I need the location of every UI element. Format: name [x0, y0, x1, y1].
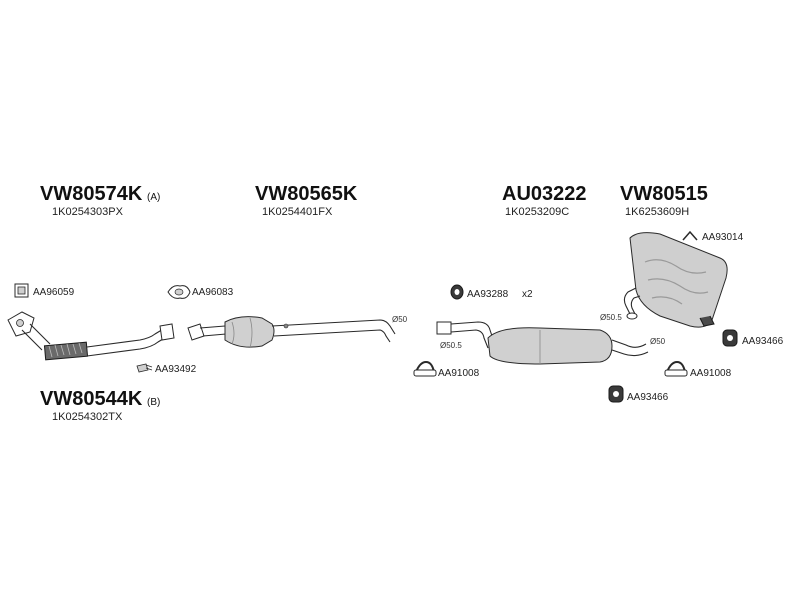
- middle-silencer-part[interactable]: [436, 321, 649, 365]
- part-code-suffix-a: (A): [147, 192, 160, 203]
- part-code-suffix-b: (B): [147, 397, 160, 408]
- part-code-front-b[interactable]: VW80544K: [40, 388, 143, 410]
- clamp-icon[interactable]: [450, 284, 464, 300]
- ref-clamp-mid-qty: x2: [522, 289, 533, 300]
- oem-number-front-b: 1K0254302TX: [52, 411, 123, 423]
- oem-number-cat: 1K0254401FX: [262, 206, 333, 218]
- ref-gasket-square[interactable]: AA96059: [33, 287, 75, 298]
- bolt-icon[interactable]: [136, 363, 153, 373]
- ref-rubber-rear-top[interactable]: AA93466: [742, 336, 784, 347]
- bracket-icon[interactable]: [682, 230, 698, 241]
- hanger-mid-right-icon[interactable]: [664, 360, 688, 377]
- ref-gasket-oval[interactable]: AA96083: [192, 287, 234, 298]
- oem-number-front-a: 1K0254303PX: [52, 206, 124, 218]
- dim-mid-inlet: Ø50.5: [440, 341, 462, 350]
- group-front-b-header: VW80544K (B) 1K0254302TX: [40, 388, 160, 423]
- hanger-mid-left-icon[interactable]: [413, 360, 437, 377]
- ref-hanger-mid-right[interactable]: AA91008: [690, 368, 732, 379]
- part-code-cat[interactable]: VW80565K: [255, 183, 358, 205]
- ref-bracket-rear[interactable]: AA93014: [702, 232, 744, 243]
- front-pipe-part[interactable]: [7, 311, 175, 361]
- catalytic-converter-part[interactable]: [187, 316, 396, 349]
- group-middle-header: AU03222 1K0253209C: [502, 183, 587, 218]
- ref-bolt[interactable]: AA93492: [155, 364, 197, 375]
- group-front-a-header: VW80574K (A) 1K0254303PX: [40, 183, 160, 218]
- rubber-mount-top-icon[interactable]: [722, 329, 738, 347]
- group-cat-header: VW80565K 1K0254401FX: [255, 183, 358, 218]
- part-code-rear[interactable]: VW80515: [620, 183, 708, 205]
- gasket-square-icon[interactable]: [14, 283, 29, 298]
- ref-hanger-mid-left[interactable]: AA91008: [438, 368, 480, 379]
- dim-mid-outlet: Ø50: [650, 337, 666, 346]
- dim-cat-outlet: Ø50: [392, 315, 408, 324]
- ref-rubber-rear-bottom[interactable]: AA93466: [627, 392, 669, 403]
- rear-silencer-part[interactable]: [623, 232, 728, 328]
- part-code-middle[interactable]: AU03222: [502, 183, 587, 205]
- ref-clamp-mid[interactable]: AA93288: [467, 289, 509, 300]
- rubber-mount-bottom-icon[interactable]: [608, 385, 624, 403]
- oem-number-middle: 1K0253209C: [505, 206, 569, 218]
- oem-number-rear: 1K6253609H: [625, 206, 689, 218]
- dim-rear-inlet: Ø50.5: [600, 313, 622, 322]
- part-code-front-a[interactable]: VW80574K: [40, 183, 143, 205]
- gasket-oval-icon[interactable]: [167, 285, 191, 299]
- group-rear-header: VW80515 1K6253609H: [620, 183, 708, 218]
